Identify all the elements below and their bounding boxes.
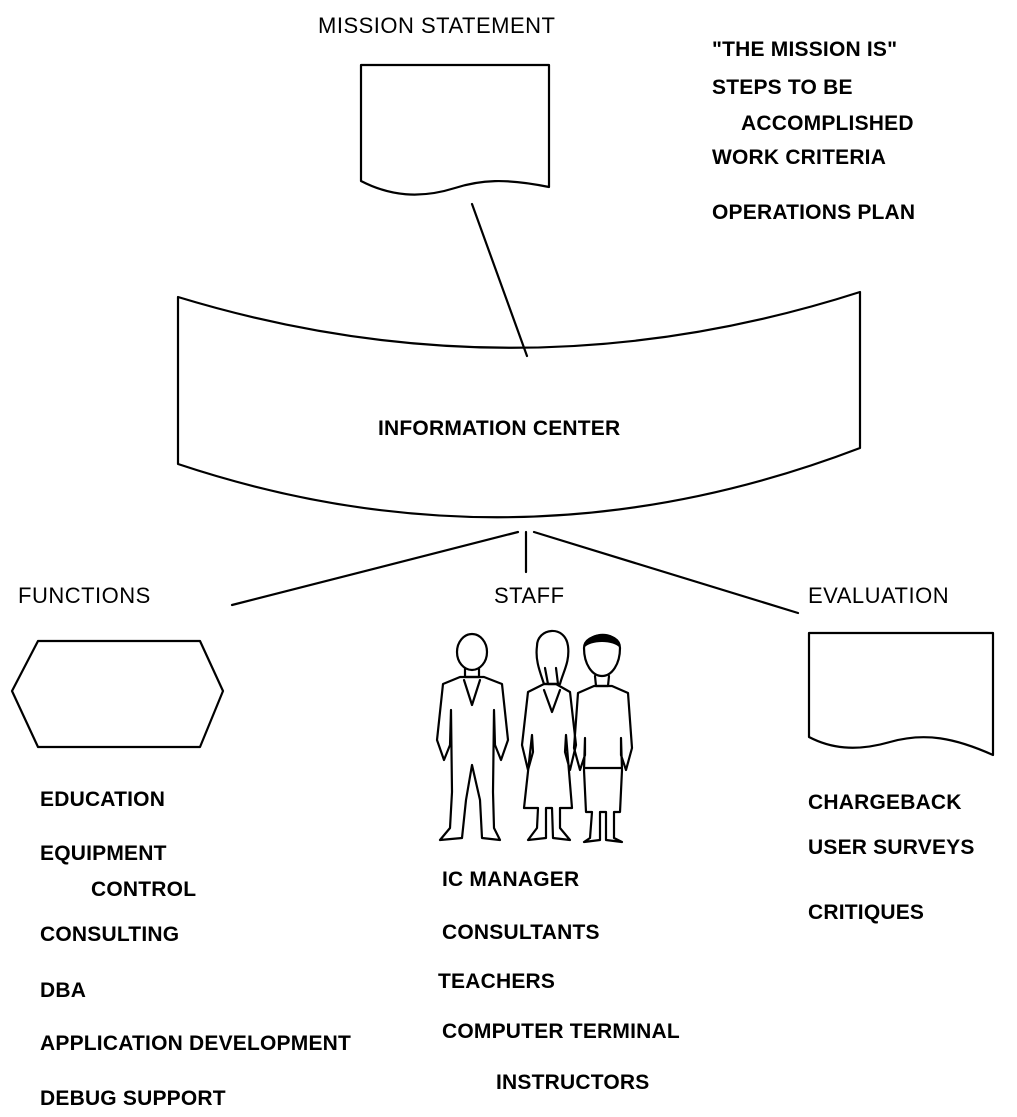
- functions-heading: FUNCTIONS: [18, 583, 151, 608]
- mission-note-accomplished: ACCOMPLISHED: [741, 112, 914, 135]
- mission-note-steps: STEPS TO BE: [712, 76, 853, 99]
- staff-woman-dark-hair-figure: [572, 634, 634, 844]
- staff-item-teachers: TEACHERS: [438, 970, 556, 993]
- functions-item-dba: DBA: [40, 979, 87, 1002]
- information-center-shape: [176, 290, 862, 519]
- functions-item-debug-support: DEBUG SUPPORT: [40, 1087, 226, 1110]
- functions-connector-line: [230, 530, 520, 607]
- mission-note-operations-plan: OPERATIONS PLAN: [712, 201, 916, 224]
- functions-item-consulting: CONSULTING: [40, 923, 180, 946]
- mission-document-shape: [359, 63, 551, 196]
- evaluation-item-critiques: CRITIQUES: [808, 901, 925, 924]
- evaluation-heading: EVALUATION: [808, 583, 950, 608]
- mission-statement-title: MISSION STATEMENT: [318, 13, 556, 38]
- evaluation-document-shape: [807, 631, 995, 757]
- staff-item-computer-terminal: COMPUTER TERMINAL: [442, 1020, 680, 1043]
- staff-woman-figure: [520, 629, 578, 842]
- staff-item-instructors: INSTRUCTORS: [496, 1071, 650, 1094]
- functions-item-application-development: APPLICATION DEVELOPMENT: [40, 1032, 352, 1055]
- staff-item-consultants: CONSULTANTS: [442, 921, 600, 944]
- evaluation-connector-line: [532, 530, 800, 615]
- functions-item-education: EDUCATION: [40, 788, 166, 811]
- functions-item-equipment: EQUIPMENT: [40, 842, 167, 865]
- staff-heading: STAFF: [494, 583, 565, 608]
- staff-item-ic-manager: IC MANAGER: [442, 868, 580, 891]
- staff-man-figure: [435, 632, 510, 842]
- mission-note-mission-is: "THE MISSION IS": [712, 38, 898, 61]
- evaluation-item-chargeback: CHARGEBACK: [808, 791, 962, 814]
- functions-hexagon-shape: [10, 639, 225, 749]
- functions-item-control: CONTROL: [91, 878, 197, 901]
- information-center-label: INFORMATION CENTER: [378, 417, 621, 440]
- staff-woman-dark-hair-detail: [584, 633, 620, 648]
- mission-connector-line: [470, 202, 529, 358]
- evaluation-item-user-surveys: USER SURVEYS: [808, 836, 975, 859]
- mission-note-work-criteria: WORK CRITERIA: [712, 146, 887, 169]
